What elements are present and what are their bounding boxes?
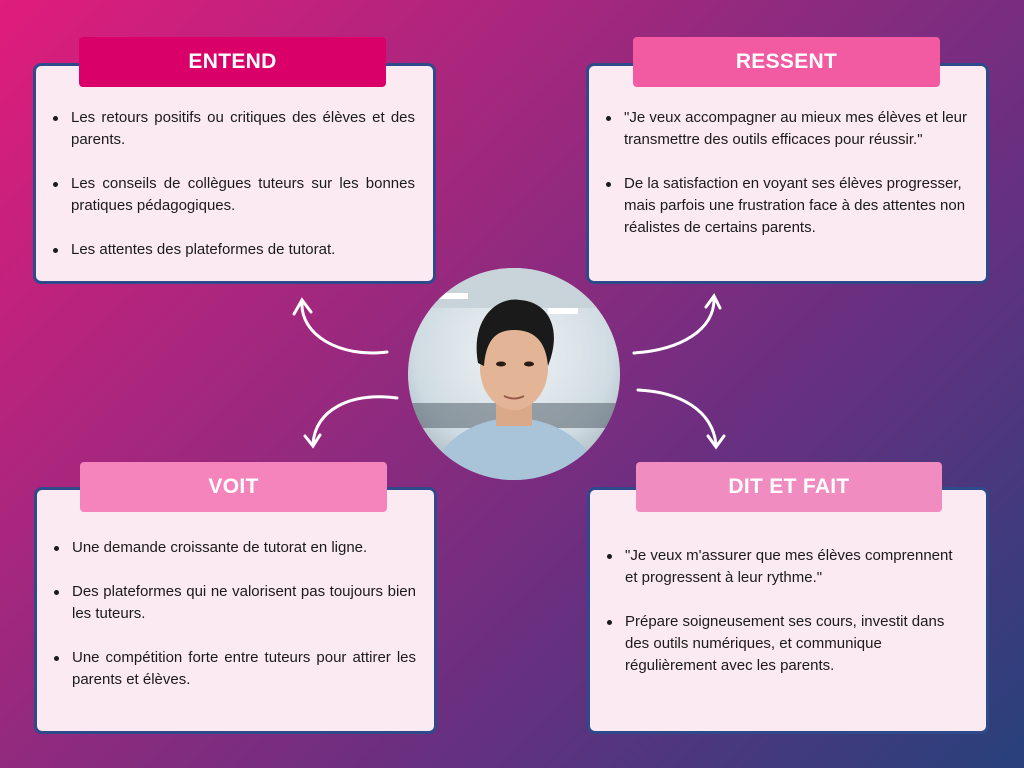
list-item: Les retours positifs ou critiques des él… xyxy=(50,107,415,151)
arrow-to-voit xyxy=(303,395,399,449)
voit-card: Une demande croissante de tutorat en lig… xyxy=(34,487,437,734)
dit-et-fait-card: "Je veux m'assurer que mes élèves compre… xyxy=(587,487,989,734)
dit-et-fait-header: DIT ET FAIT xyxy=(636,462,942,512)
arrow-to-entend xyxy=(292,297,389,355)
list-item: "Je veux m'assurer que mes élèves compre… xyxy=(604,545,968,589)
arrow-to-dit-et-fait xyxy=(636,388,726,450)
list-item: "Je veux accompagner au mieux mes élèves… xyxy=(603,107,968,151)
person-avatar-icon xyxy=(408,268,620,480)
entend-card: Les retours positifs ou critiques des él… xyxy=(33,63,436,284)
list-item: Les attentes des plateformes de tutorat. xyxy=(50,239,415,261)
list-item: Prépare soigneusement ses cours, investi… xyxy=(604,611,968,677)
voit-header: VOIT xyxy=(80,462,387,512)
persona-photo xyxy=(408,268,620,480)
list-item: Des plateformes qui ne valorisent pas to… xyxy=(51,581,416,625)
list-item: Une demande croissante de tutorat en lig… xyxy=(51,537,416,559)
list-item: Les conseils de collègues tuteurs sur le… xyxy=(50,173,415,217)
list-item: De la satisfaction en voyant ses élèves … xyxy=(603,173,968,239)
ressent-header: RESSENT xyxy=(633,37,940,87)
arrow-to-ressent xyxy=(632,293,722,355)
ressent-card: "Je veux accompagner au mieux mes élèves… xyxy=(586,63,989,284)
list-item: Une compétition forte entre tuteurs pour… xyxy=(51,647,416,691)
entend-header: ENTEND xyxy=(79,37,386,87)
